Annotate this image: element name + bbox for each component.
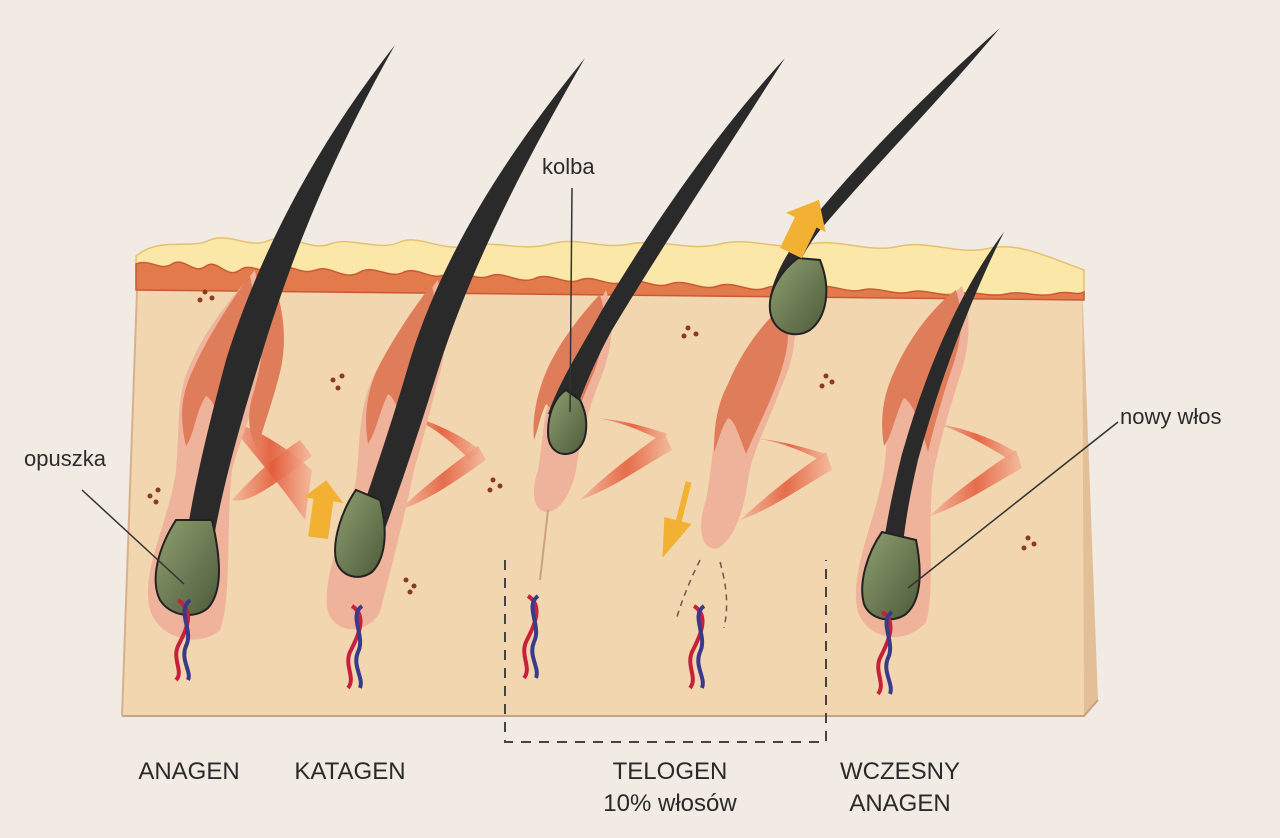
label-opuszka: opuszka (24, 446, 106, 471)
phase-telogen-name: TELOGEN (612, 758, 728, 785)
phase-katagen: KATAGEN (280, 756, 420, 788)
phase-anagen-name: ANAGEN (138, 758, 240, 785)
phase-early-anagen-name: WCZESNY (840, 758, 960, 785)
follicle-telogen-shedding (662, 28, 1000, 690)
phase-anagen: ANAGEN (124, 756, 254, 788)
follicle-telogen (522, 58, 785, 680)
nowy-wlos-leader-line (907, 421, 1119, 589)
kolba-leader-line (569, 187, 573, 413)
phase-telogen-percent: 10% włosów (603, 790, 737, 817)
phase-early-anagen-line2: ANAGEN (849, 790, 951, 817)
phase-katagen-name: KATAGEN (294, 758, 406, 785)
label-nowy-wlos: nowy włos (1120, 404, 1222, 429)
follicle-katagen (303, 58, 585, 690)
opuszka-leader-line (81, 489, 185, 585)
follicle-anagen (147, 45, 395, 682)
phase-early-anagen: WCZESNY ANAGEN (830, 756, 970, 820)
phase-telogen: TELOGEN 10% włosów (590, 756, 750, 820)
follicle-early-anagen (855, 232, 1022, 696)
label-kolba: kolba (542, 154, 595, 179)
telogen-dashed-box (504, 560, 827, 743)
dermis-dots (147, 289, 1037, 595)
